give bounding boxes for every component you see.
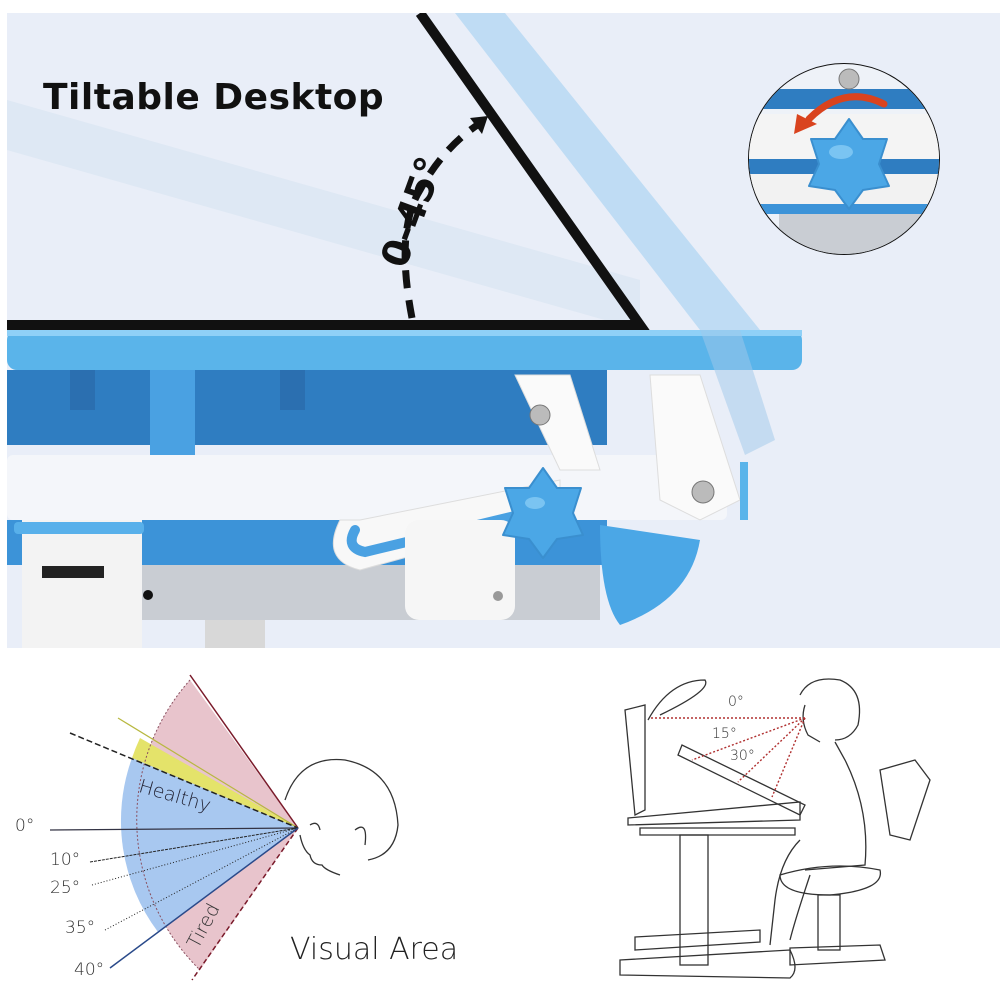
angle-label-35: 35°: [65, 918, 96, 938]
angle-label-40: 40°: [74, 960, 105, 980]
visual-area-diagram: Healthy Tired 0° 10° 25° 35° 40°: [0, 660, 480, 1000]
tiltable-desktop-heading: Tiltable Desktop: [43, 77, 385, 118]
star-knob: [502, 467, 584, 559]
visual-area-title: Visual Area: [290, 932, 459, 967]
desk-illustration: [7, 13, 802, 648]
sight-angle-30: 30°: [730, 748, 755, 764]
desk-photo-panel: Tiltable Desktop 0-45°: [7, 13, 1000, 648]
child-head-profile: [284, 758, 399, 876]
posture-diagram: 0° 15° 30°: [600, 660, 1000, 1000]
angle-label-0: 0°: [15, 816, 35, 836]
angle-label-25: 25°: [50, 878, 81, 898]
knob-detail-inset: [748, 63, 940, 255]
angle-label-10: 10°: [50, 850, 81, 870]
rotate-arrow-icon: [805, 93, 888, 123]
sight-angle-0: 0°: [728, 694, 744, 710]
sight-angle-15: 15°: [712, 726, 737, 742]
